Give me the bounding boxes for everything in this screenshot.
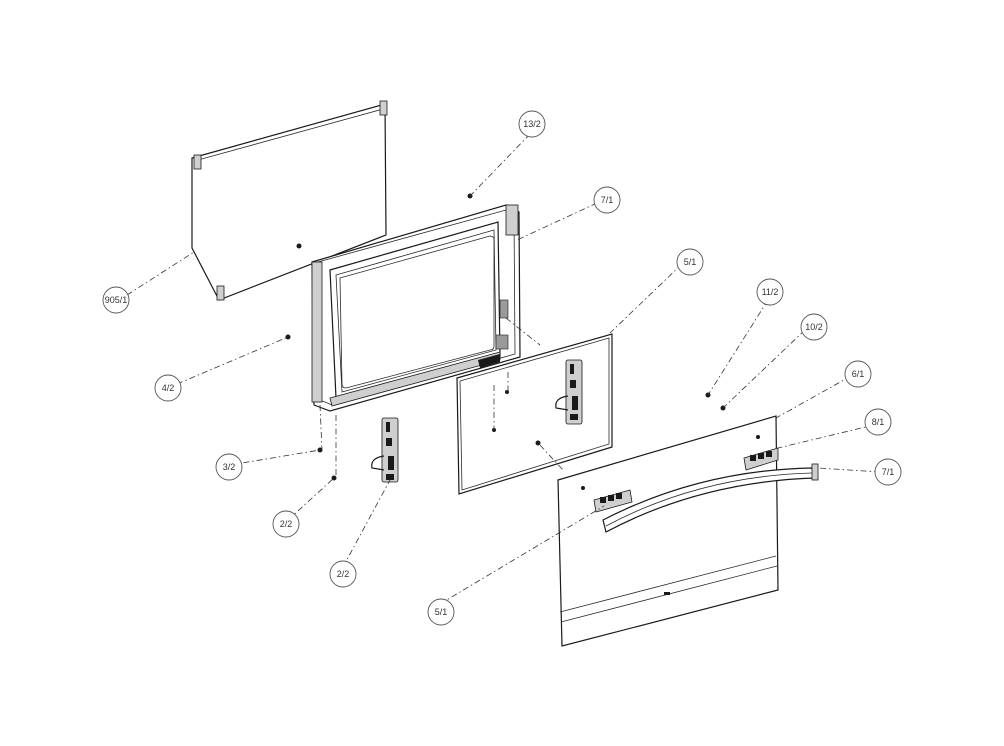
callout-inner-frame: 7/1: [593, 186, 621, 214]
callout-label: 5/1: [684, 257, 697, 267]
callout-label: 2/2: [280, 519, 293, 529]
callout-rear-glass: 905/1: [102, 286, 130, 314]
callout-label: 11/2: [762, 287, 779, 297]
callout-screw-3: 3/2: [215, 453, 243, 481]
callout-screw-11: 11/2: [756, 278, 784, 306]
door-handle: [602, 463, 819, 533]
callout-screw-2a: 2/2: [272, 510, 300, 538]
inner-door-frame: [311, 204, 521, 412]
callout-vent-right: 8/1: [864, 408, 892, 436]
callout-outer-door: 6/1: [844, 360, 872, 388]
callout-label: 6/1: [852, 369, 865, 379]
callout-label: 3/2: [223, 462, 236, 472]
callout-screw-4: 4/2: [154, 374, 182, 402]
callout-label: 2/2: [337, 569, 350, 579]
callout-inner-glass: 5/1: [676, 248, 704, 276]
leader-lines: [126, 133, 881, 605]
callout-label: 7/1: [882, 467, 895, 477]
callout-screw-10: 10/2: [800, 313, 828, 341]
callout-label: 8/1: [872, 417, 885, 427]
rear-glass-panel: [191, 100, 388, 301]
callout-vent-left: 5/1: [427, 598, 455, 626]
callout-label: 4/2: [162, 383, 175, 393]
callout-label: 905/1: [105, 295, 128, 305]
outer-door-panel: [557, 415, 779, 647]
left-door-hinge: [371, 417, 399, 483]
callout-hinge: 2/2: [329, 560, 357, 588]
callout-label: 10/2: [805, 322, 823, 332]
callout-top-screw: 13/2: [518, 110, 546, 138]
callout-handle: 7/1: [874, 458, 902, 486]
callout-label: 7/1: [601, 195, 614, 205]
callout-label: 5/1: [435, 607, 448, 617]
right-door-hinge: [555, 359, 583, 425]
callout-label: 13/2: [523, 119, 541, 129]
